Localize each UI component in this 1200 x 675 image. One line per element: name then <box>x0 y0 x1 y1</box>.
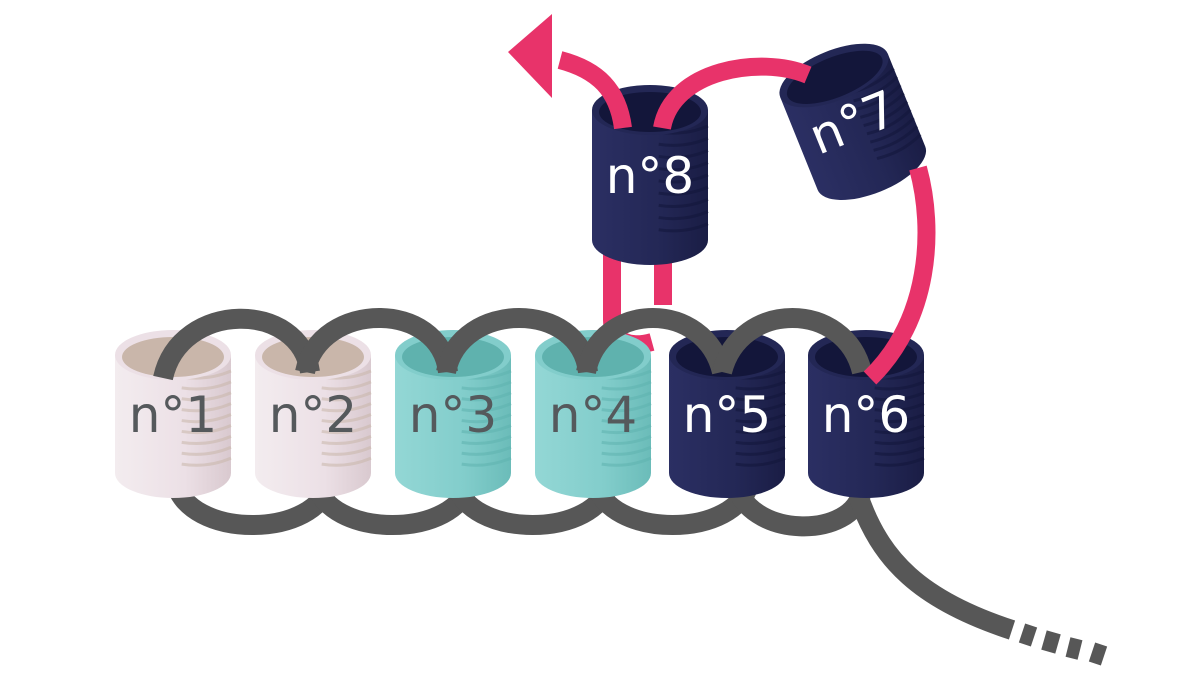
helix-stripe <box>874 380 925 391</box>
helix-stripe <box>461 413 512 424</box>
helix-stripe <box>601 424 652 435</box>
helix-stripe <box>321 445 372 456</box>
helix-stripe <box>874 391 925 402</box>
helix-stripe <box>601 413 652 424</box>
helix-stripe <box>461 445 512 456</box>
helix-8: n°8 <box>592 85 709 265</box>
arrow-head-icon <box>508 14 552 98</box>
helix-stripe <box>658 210 709 221</box>
helix-stripe <box>181 402 232 413</box>
helix-stripe <box>873 125 919 152</box>
helix-stripe <box>874 445 925 456</box>
helix-stripe <box>601 434 652 445</box>
helix-stripe <box>874 402 925 413</box>
helix-7: n°7 <box>779 43 927 200</box>
helix-stripe <box>181 413 232 424</box>
helix-top-opening <box>786 50 883 104</box>
helix-stripe <box>181 445 232 456</box>
helix-stripe <box>863 100 909 128</box>
helix-stripe <box>856 84 902 111</box>
helix-stripe <box>735 413 786 424</box>
helix-label-3: n°3 <box>409 386 498 444</box>
helix-4: n°4 <box>535 330 652 498</box>
helix-label-4: n°4 <box>549 386 638 444</box>
helix-1: n°1 <box>115 330 232 498</box>
helix-stripe <box>735 434 786 445</box>
helix-stripe <box>853 75 899 103</box>
helix-label-8: n°8 <box>606 147 695 205</box>
linker-top-loops <box>153 308 872 381</box>
helix-stripe <box>735 402 786 413</box>
helix-stripe <box>321 456 372 467</box>
helix-stripe <box>735 391 786 402</box>
linker-tail <box>848 491 1108 666</box>
helix-stripe <box>735 456 786 467</box>
helix-label-6: n°6 <box>822 386 911 444</box>
helix-stripe <box>321 402 372 413</box>
helix-stripe <box>181 434 232 445</box>
helix-stripe <box>601 391 652 402</box>
helix-stripe <box>658 149 709 160</box>
helix-stripe <box>461 434 512 445</box>
helix-stripe <box>181 424 232 435</box>
helix-stripe <box>461 391 512 402</box>
linker-bottom-loops <box>165 477 872 537</box>
helix-stripe <box>181 380 232 391</box>
helix-stripe <box>601 445 652 456</box>
helix-stripe <box>601 456 652 467</box>
helix-stripe <box>658 173 709 184</box>
helix-stripe <box>321 391 372 402</box>
helix-upper-group: n°8 n°7 <box>592 43 927 265</box>
helix-stripe <box>321 380 372 391</box>
helix-stripe <box>601 380 652 391</box>
helix-stripe <box>181 391 232 402</box>
helix-stripe <box>321 424 372 435</box>
helix-row: n°1 n°2 n°3 n°4 n°5 n°6 <box>115 330 925 498</box>
helix-stripe <box>735 445 786 456</box>
helix-stripe <box>601 402 652 413</box>
helix-label-1: n°1 <box>129 386 218 444</box>
helix-stripe <box>869 116 915 144</box>
helix-stripe <box>876 133 922 161</box>
helix-stripe <box>461 402 512 413</box>
helix-stripe <box>866 108 912 136</box>
helix-stripe <box>735 380 786 391</box>
helix-stripe <box>874 434 925 445</box>
helix-stripe <box>874 424 925 435</box>
helix-stripe <box>658 136 709 147</box>
helix-stripe <box>658 161 709 172</box>
linker-pink-upper <box>557 51 936 385</box>
helix-stripe <box>874 456 925 467</box>
helix-stripe <box>735 424 786 435</box>
helix-stripe <box>658 185 709 196</box>
helix-stripe <box>181 456 232 467</box>
helix-stripe <box>859 92 905 119</box>
helix-stripe <box>461 424 512 435</box>
helix-stripe <box>874 413 925 424</box>
helix-label-2: n°2 <box>269 386 358 444</box>
helix-stripe <box>321 413 372 424</box>
helix-stripe <box>461 456 512 467</box>
helix-label-5: n°5 <box>683 386 772 444</box>
helix-stripe <box>321 434 372 445</box>
helix-stripe <box>658 222 709 233</box>
helix-stripe <box>658 197 709 208</box>
helix-stripe <box>461 380 512 391</box>
